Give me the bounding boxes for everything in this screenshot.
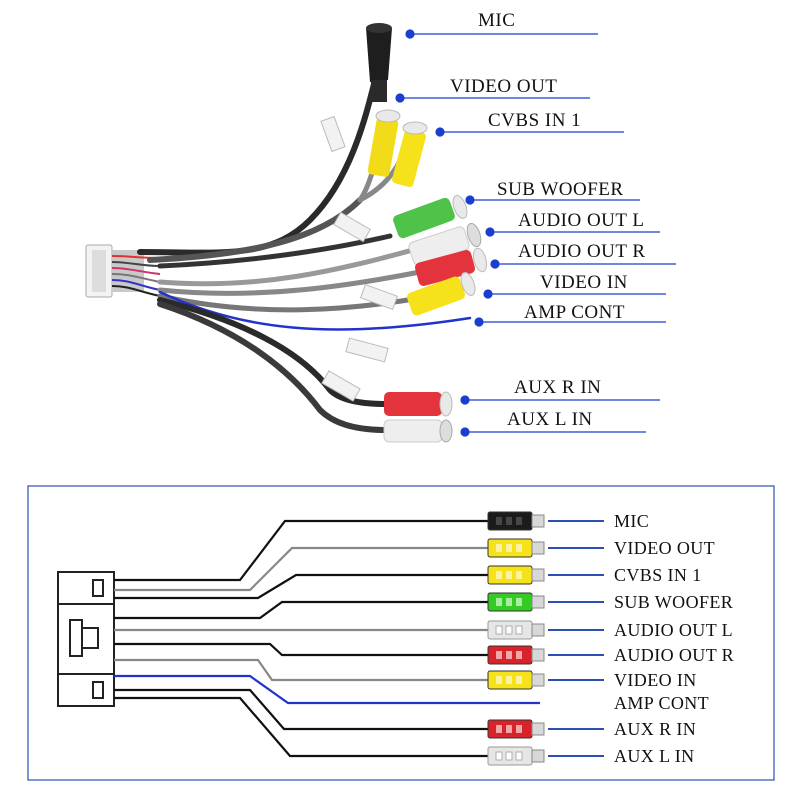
photo-labels: MIC VIDEO OUT CVBS IN 1 SUB WOOFER AUDIO… [450, 10, 646, 430]
schematic-label-video-in: VIDEO IN [614, 670, 697, 690]
video-in-plug [406, 272, 476, 316]
photo-label-amp-cont: AMP CONT [524, 302, 625, 323]
rca-plug-4 [487, 592, 545, 612]
video-out-plug [367, 109, 401, 177]
cvbs-in-plug [392, 121, 428, 187]
rca-plug-2 [487, 538, 545, 558]
schematic-connector [57, 571, 115, 707]
harness-photo: MIC VIDEO OUT CVBS IN 1 SUB WOOFER AUDIO… [85, 10, 676, 443]
photo-label-mic: MIC [478, 10, 515, 31]
rca-plug-6 [487, 645, 545, 665]
schematic-label-video-out: VIDEO OUT [614, 538, 715, 558]
schematic-label-mic: MIC [614, 511, 649, 531]
photo-label-audio-out-r: AUDIO OUT R [518, 241, 646, 262]
sub-woofer-plug [393, 195, 468, 239]
schematic-label-cvbs-in-1: CVBS IN 1 [614, 565, 702, 585]
photo-label-video-out: VIDEO OUT [450, 76, 557, 97]
photo-leaders [395, 29, 676, 437]
mic-jack [366, 23, 392, 102]
photo-label-video-in: VIDEO IN [540, 272, 628, 293]
photo-label-aux-l-in: AUX L IN [507, 409, 593, 430]
schematic-frame [27, 485, 775, 781]
wiring-schematic: MIC VIDEO OUT CVBS IN 1 SUB WOOFER AUDIO… [27, 485, 775, 781]
rca-plug-1 [487, 511, 545, 531]
audio-out-r-plug [415, 247, 488, 286]
schematic-label-sub-woofer: SUB WOOFER [614, 592, 733, 612]
schematic-label-amp-cont: AMP CONT [614, 693, 709, 713]
schematic-label-audio-out-l: AUDIO OUT L [614, 620, 733, 640]
aux-r-plug [384, 391, 453, 417]
rca-plug-7 [487, 670, 545, 690]
schematic-leaders [548, 520, 604, 757]
schematic-label-audio-out-r: AUDIO OUT R [614, 645, 734, 665]
aux-l-plug [383, 419, 453, 443]
schematic-wires [114, 519, 540, 758]
schematic-plugs [487, 511, 545, 766]
rca-plug-3 [487, 565, 545, 585]
photo-label-aux-r-in: AUX R IN [514, 377, 601, 398]
rca-plug-10 [487, 746, 545, 766]
schematic-label-aux-l-in: AUX L IN [614, 746, 695, 766]
schematic-labels: MIC VIDEO OUT CVBS IN 1 SUB WOOFER AUDIO… [614, 511, 734, 766]
rca-plug-9 [487, 719, 545, 739]
photo-label-sub-woofer: SUB WOOFER [497, 179, 624, 200]
photo-label-cvbs-in-1: CVBS IN 1 [488, 110, 581, 131]
cable-tags [320, 115, 399, 402]
photo-plugs [366, 23, 488, 443]
main-connector [85, 244, 144, 298]
rca-plug-5 [487, 620, 545, 640]
photo-label-audio-out-l: AUDIO OUT L [518, 210, 645, 231]
schematic-label-aux-r-in: AUX R IN [614, 719, 696, 739]
